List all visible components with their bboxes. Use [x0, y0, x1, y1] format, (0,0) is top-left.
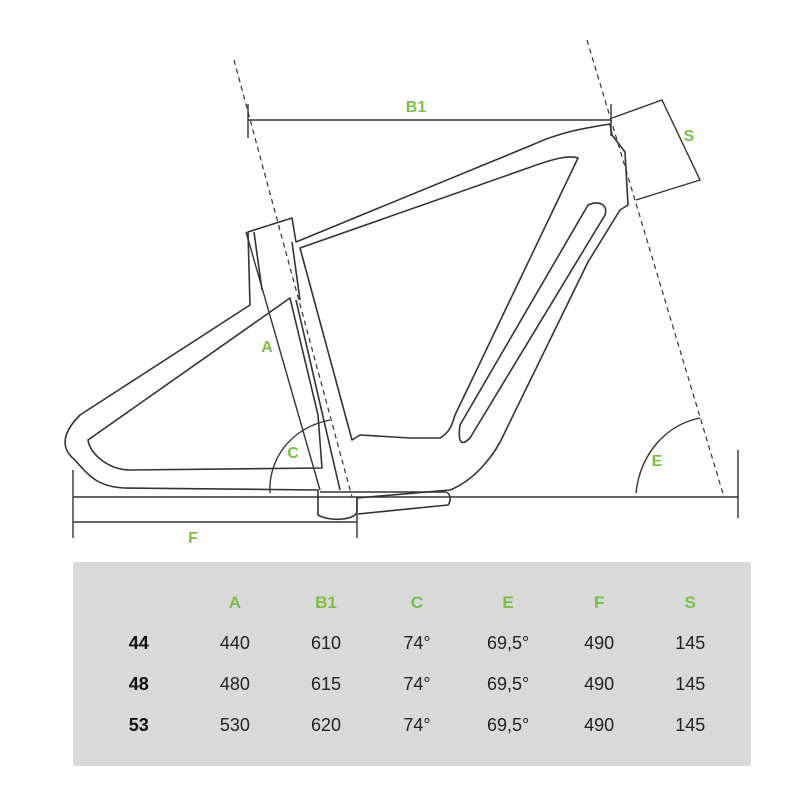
- label-B1: B1: [406, 99, 427, 116]
- seat-tube: [253, 231, 341, 491]
- angle-C-arc: [269, 419, 331, 494]
- frame-outline: [64, 123, 629, 521]
- cell-A: 530: [219, 715, 250, 735]
- cell-S: 145: [675, 674, 706, 694]
- label-C: C: [287, 445, 299, 462]
- cell-C: 74°: [403, 715, 431, 735]
- row-size: 48: [128, 674, 149, 694]
- table-row: 53 530 620 74° 69,5° 490 145: [73, 705, 751, 746]
- header-C: C: [410, 592, 424, 612]
- header-E: E: [502, 592, 514, 612]
- cell-E: 69,5°: [486, 633, 530, 653]
- row-size: 44: [128, 633, 149, 653]
- cell-S: 145: [675, 633, 706, 653]
- cell-B1: 615: [310, 674, 341, 694]
- cell-B1: 620: [310, 715, 341, 735]
- header-size: [73, 582, 205, 623]
- header-S: S: [684, 592, 696, 612]
- cell-B1: 610: [310, 633, 341, 653]
- dim-S-bracket: [611, 99, 701, 201]
- head-tube-axis: [586, 39, 725, 498]
- table-row: 44 440 610 74° 69,5° 490 145: [73, 623, 751, 664]
- table-row: 48 480 615 74° 69,5° 490 145: [73, 664, 751, 705]
- cell-S: 145: [675, 715, 706, 735]
- geometry-table-panel: A B1 C E F S 44 440 610 74° 69,5° 490 14…: [73, 562, 751, 766]
- header-A: A: [228, 592, 242, 612]
- cell-C: 74°: [403, 633, 431, 653]
- header-F: F: [593, 592, 605, 612]
- row-size: 53: [128, 715, 149, 735]
- down-tube-inner: [458, 202, 607, 444]
- cell-A: 440: [219, 633, 250, 653]
- label-S: S: [684, 128, 695, 145]
- cell-A: 480: [219, 674, 250, 694]
- cell-F: 490: [584, 715, 615, 735]
- frame-geometry-diagram: B1 S A C E F: [64, 39, 739, 547]
- header-B1: B1: [315, 592, 337, 612]
- cell-F: 490: [584, 633, 615, 653]
- table-header-row: A B1 C E F S: [73, 582, 751, 623]
- dim-A-bracket: [245, 231, 321, 491]
- label-E: E: [652, 453, 663, 470]
- cell-C: 74°: [403, 674, 431, 694]
- seat-tube-axis: [233, 59, 353, 498]
- rear-triangle-inner: [87, 297, 323, 471]
- label-F: F: [188, 530, 198, 547]
- angle-E-arc: [635, 417, 701, 494]
- geometry-table: A B1 C E F S 44 440 610 74° 69,5° 490 14…: [73, 582, 751, 746]
- cell-F: 490: [584, 674, 615, 694]
- label-A: A: [261, 339, 273, 356]
- cell-E: 69,5°: [486, 674, 530, 694]
- cell-E: 69,5°: [486, 715, 530, 735]
- front-triangle-inner: [299, 156, 579, 441]
